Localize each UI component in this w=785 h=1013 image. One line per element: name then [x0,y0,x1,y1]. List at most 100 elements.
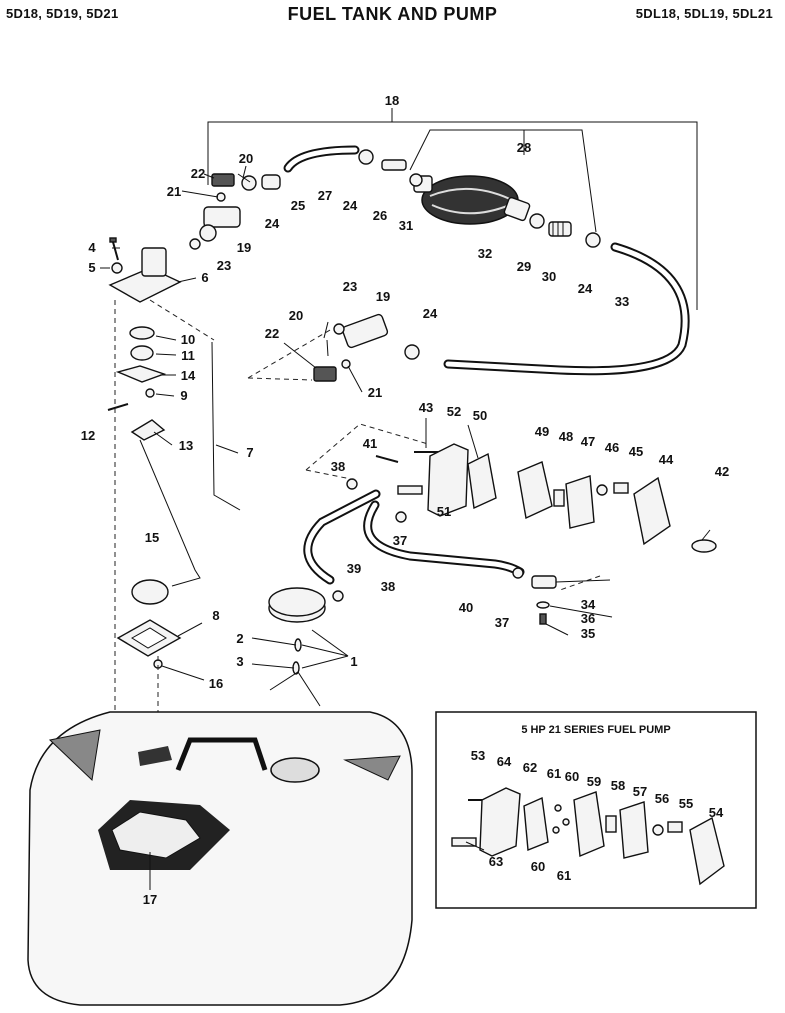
fuel-tank [27,711,413,1006]
callout-52: 52 [447,404,461,419]
callout-21: 21 [368,385,382,400]
leader-lines [100,165,711,890]
callout-50: 50 [473,408,487,423]
callout-62: 62 [523,760,537,775]
callout-32: 32 [478,246,492,261]
callout-57: 57 [633,784,647,799]
connector-26 [381,159,407,171]
float-15 [131,579,169,605]
bracket-14 [115,365,167,383]
tank-connector-body-6 [108,247,182,303]
callout-22: 22 [265,326,279,341]
inset-valves-61-60 [552,804,570,834]
clamp-31 [409,173,423,187]
spring-45 [613,482,629,494]
bracket-28 [409,129,597,233]
fitting-51 [397,485,423,495]
callout-6: 6 [201,270,208,285]
inset-cover-54 [689,816,725,886]
callout-13: 13 [179,438,193,453]
callout-12: 12 [81,428,95,443]
spring-21a [216,192,226,202]
inset-spring-55 [667,821,683,833]
inset-diaphragm-57 [619,801,649,859]
primer-bulb-32 [413,175,531,225]
check-valve-30 [548,221,572,237]
clamp-38a [346,478,358,490]
clamp-29 [529,213,545,229]
callout-47: 47 [581,434,595,449]
screw-9 [145,388,155,398]
clamp-37b [512,567,524,579]
callout-26: 26 [373,208,387,223]
gasket-50 [467,452,497,510]
callout-38: 38 [331,459,345,474]
callout-61: 61 [557,868,571,883]
callout-8: 8 [212,608,219,623]
callout-24: 24 [423,306,438,321]
lever-22a [211,173,235,187]
clamp-24d [404,344,420,360]
lever-22b [313,366,337,382]
pump-body-52 [427,443,469,517]
diaphragm-47 [565,475,595,529]
callout-27: 27 [318,188,332,203]
washer-36 [536,601,550,609]
callout-22: 22 [191,166,205,181]
screw-35 [539,613,547,625]
cap-46 [596,484,608,496]
callout-15: 15 [145,530,159,545]
callout-39: 39 [347,561,361,576]
connector-19a [199,206,241,242]
clamp-37a [395,511,407,523]
callout-23: 23 [217,258,231,273]
callout-38: 38 [381,579,395,594]
spring-48 [553,489,565,507]
filler-cap-1 [268,587,326,623]
body-49 [517,461,553,520]
callout-60: 60 [531,859,545,874]
callout-60: 60 [565,769,579,784]
callout-33: 33 [615,294,629,309]
callout-2: 2 [236,631,243,646]
clamp-38b [332,590,344,602]
callout-61: 61 [547,766,561,781]
callout-51: 51 [437,504,451,519]
models-left: 5D18, 5D19, 5D21 [6,6,119,21]
inset-cap-56 [652,824,664,836]
callout-23: 23 [343,279,357,294]
oring-23b [333,323,345,335]
hose-33 [443,242,690,376]
callout-43: 43 [419,400,433,415]
callout-30: 30 [542,269,556,284]
callout-11: 11 [181,348,195,363]
callout-25: 25 [291,198,305,213]
lockwasher-5 [111,262,123,274]
callout-7: 7 [246,445,253,460]
callout-20: 20 [289,308,303,323]
fuel-pickup-7 [211,341,241,511]
callout-37: 37 [495,615,509,630]
clamp-24a [358,149,374,165]
callout-55: 55 [679,796,693,811]
callout-14: 14 [181,368,196,383]
callout-10: 10 [181,332,195,347]
sleeve-25 [261,174,281,190]
callout-4: 4 [88,240,96,255]
callout-53: 53 [471,748,485,763]
callout-34: 34 [581,597,596,612]
callout-49: 49 [535,424,549,439]
fitting-34 [531,575,557,589]
callout-37: 37 [393,533,407,548]
callout-41: 41 [363,436,377,451]
callout-1: 1 [350,654,357,669]
inset-gasket-62 [523,796,549,851]
callout-18: 18 [385,93,399,108]
callout-16: 16 [209,676,223,691]
clamp-24c [585,232,601,248]
callout-3: 3 [236,654,243,669]
callout-48: 48 [559,429,573,444]
hose-39 [303,489,381,585]
callout-28: 28 [517,140,531,155]
